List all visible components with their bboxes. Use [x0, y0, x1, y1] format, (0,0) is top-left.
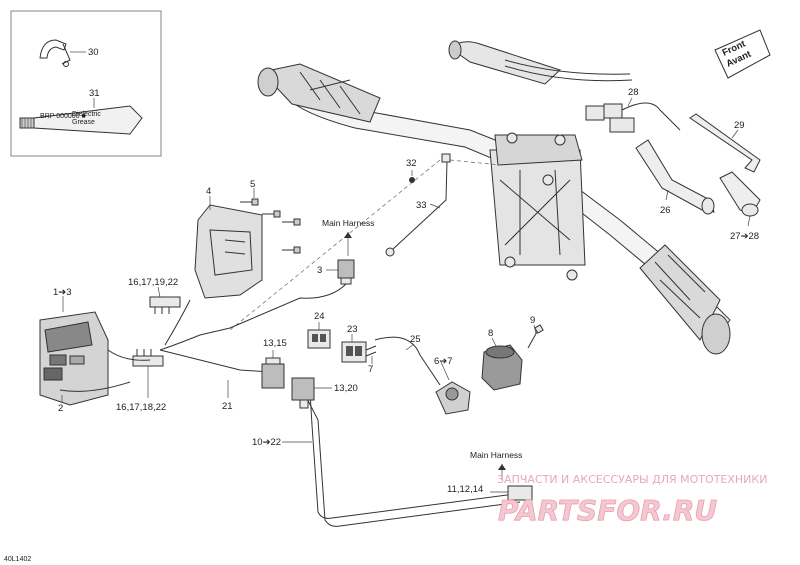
handlebar	[257, 40, 731, 355]
callout-26: 26	[660, 205, 671, 216]
callout-33: 33	[416, 200, 427, 211]
part-3-connector	[337, 259, 355, 285]
tube-label-line3: Grease	[72, 119, 95, 126]
callout-1-3: 1➔3	[53, 287, 72, 298]
callout-10-22: 10➔22	[252, 437, 281, 448]
callout-29: 29	[734, 120, 745, 131]
part-16-17-19-22-connector	[149, 296, 181, 314]
tube-label-line1: BRP 000000 ■	[40, 113, 86, 120]
wire-harness	[159, 283, 521, 527]
callout-23: 23	[347, 324, 358, 335]
part-1-3-switch-assembly	[39, 311, 151, 406]
callout-2: 2	[58, 403, 63, 414]
callout-28: 28	[628, 87, 639, 98]
handlebar-riser	[489, 132, 586, 281]
callout-30: 30	[88, 47, 99, 58]
part-33-cable	[385, 153, 451, 257]
callout-9: 9	[530, 315, 535, 326]
part-6-7-switch	[435, 381, 471, 415]
callout-16-17-18-22: 16,17,18,22	[116, 402, 166, 413]
callout-16-17-19-22: 16,17,19,22	[128, 277, 178, 288]
part-8-knob	[481, 344, 523, 391]
callout-27-28: 27➔28	[730, 231, 759, 242]
part-26-tube	[635, 139, 715, 215]
part-24-connector	[307, 329, 331, 349]
callout-7: 7	[368, 364, 373, 375]
callout-13-15: 13,15	[263, 338, 287, 349]
callout-31: 31	[89, 88, 100, 99]
callout-32: 32	[406, 158, 417, 169]
callout-25: 25	[410, 334, 421, 345]
diagram-code: 40L1402	[4, 556, 31, 563]
partsfor-watermark: ЗАПЧАСТИ И АКСЕССУАРЫ ДЛЯ МОТОТЕХНИКИ PA…	[497, 473, 767, 527]
part-32-screw	[409, 177, 415, 183]
tube-label-line2: Dielectric	[72, 111, 101, 118]
part-13-20-connector	[291, 377, 315, 409]
callout-11-12-14: 11,12,14	[447, 484, 483, 495]
accessory-inset: 30 BRP 000000 ■ Dielectric Grease 31	[10, 10, 162, 157]
callout-8: 8	[488, 328, 493, 339]
watermark-logo: PARTSFOR.RU	[498, 494, 717, 527]
callout-5: 5	[250, 179, 255, 190]
part-27-28-tube	[719, 171, 761, 217]
main-harness-bottom-label: Main Harness	[470, 450, 522, 460]
part-28-connectors	[585, 102, 681, 133]
callout-4: 4	[206, 186, 211, 197]
watermark-tagline: ЗАПЧАСТИ И АКСЕССУАРЫ ДЛЯ МОТОТЕХНИКИ	[497, 473, 767, 486]
part-5-screws	[240, 198, 301, 254]
callout-21: 21	[222, 401, 233, 412]
right-grip	[639, 244, 731, 355]
part-29-tube	[689, 113, 761, 173]
part-9-bolt	[527, 324, 544, 349]
callout-24: 24	[314, 311, 325, 322]
callout-6-7: 6➔7	[434, 356, 453, 367]
part-13-15-connector	[261, 357, 285, 389]
left-grip	[257, 63, 381, 123]
main-harness-top-label: Main Harness	[322, 218, 374, 228]
part-16-17-18-22-connector	[132, 349, 164, 367]
part-11-12-14-connector	[507, 485, 533, 501]
part-23-connector	[341, 341, 377, 363]
part-30-clip	[39, 39, 71, 67]
callout-13-20: 13,20	[334, 383, 358, 394]
part-4-switch-housing	[194, 204, 263, 299]
part-31-grease-tube: BRP 000000 ■ Dielectric Grease	[19, 105, 143, 135]
front-direction-badge: Front Avant	[714, 29, 771, 79]
callout-3: 3	[317, 265, 322, 276]
